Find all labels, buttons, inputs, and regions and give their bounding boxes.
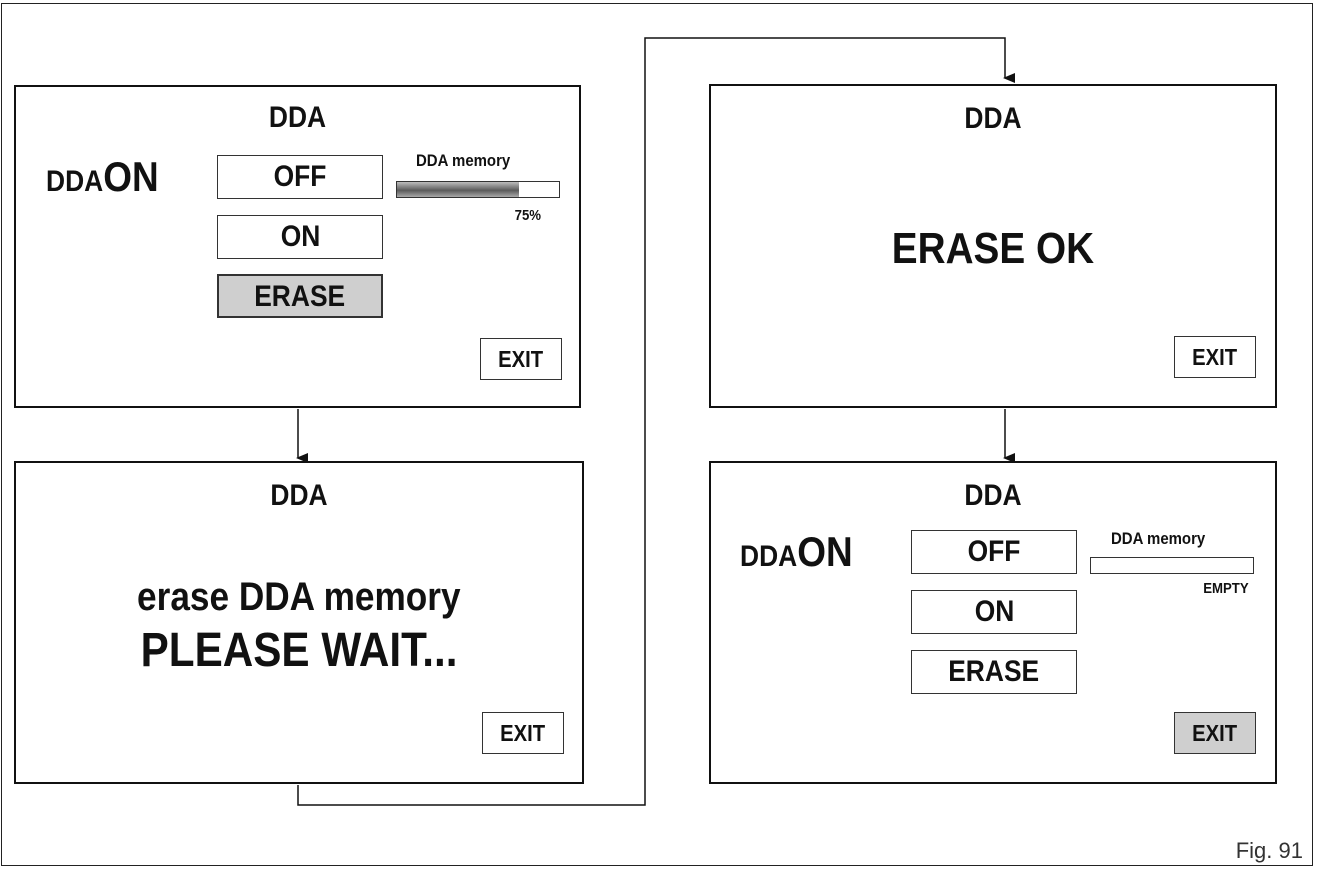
exit-button[interactable]: EXIT	[1174, 712, 1256, 754]
screen-title: DDA	[268, 101, 327, 134]
dda-status-value: ON	[797, 528, 853, 575]
option-off[interactable]: OFF	[911, 530, 1077, 574]
memory-value: EMPTY	[1203, 580, 1249, 597]
option-off[interactable]: OFF	[217, 155, 383, 199]
option-on[interactable]: ON	[911, 590, 1077, 634]
memory-label: DDA memory	[416, 151, 511, 170]
option-erase[interactable]: ERASE	[911, 650, 1077, 694]
memory-bar-fill	[397, 182, 519, 197]
dda-status: DDAON	[46, 153, 159, 201]
screen-title: DDA	[964, 479, 1022, 512]
dda-status-value: ON	[103, 153, 159, 200]
option-on[interactable]: ON	[217, 215, 383, 259]
memory-bar	[396, 181, 560, 198]
exit-button[interactable]: EXIT	[1174, 336, 1256, 378]
memory-bar	[1090, 557, 1254, 574]
screen-title: DDA	[964, 102, 1022, 135]
memory-label: DDA memory	[1111, 529, 1206, 548]
erase-ok-message: ERASE OK	[891, 224, 1095, 273]
erasing-message-line1: erase DDA memory	[137, 575, 461, 619]
connector-screen2-to-screen3	[297, 37, 1015, 806]
exit-button[interactable]: EXIT	[480, 338, 562, 380]
screen-erasing: DDA erase DDA memory PLEASE WAIT... EXIT	[14, 461, 584, 784]
figure-label: Fig. 91	[1235, 838, 1303, 863]
dda-status: DDAON	[740, 528, 853, 576]
memory-value: 75%	[514, 207, 541, 224]
screen-title: DDA	[270, 479, 328, 512]
exit-button[interactable]: EXIT	[482, 712, 564, 754]
dda-status-prefix: DDA	[46, 165, 104, 198]
figure-frame	[1, 3, 1313, 866]
screen-menu-before: DDA DDAON OFF ON ERASE DDA memory 75% EX…	[14, 85, 581, 408]
option-erase[interactable]: ERASE	[217, 274, 383, 318]
screen-menu-after: DDA DDAON OFF ON ERASE DDA memory EMPTY …	[709, 461, 1277, 784]
dda-status-prefix: DDA	[740, 540, 798, 573]
please-wait-message: PLEASE WAIT...	[140, 624, 458, 677]
screen-erase-ok: DDA ERASE OK EXIT	[709, 84, 1277, 408]
